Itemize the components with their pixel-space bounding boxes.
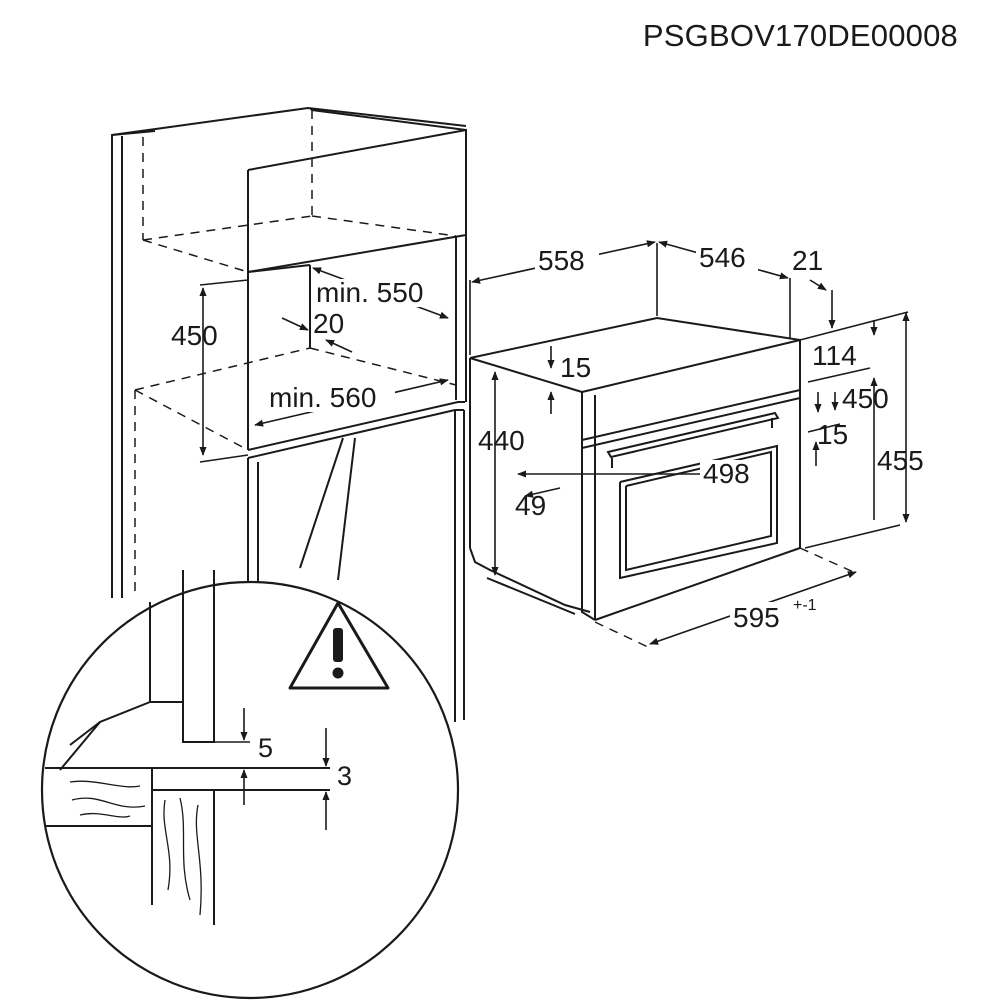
- oven-width-label: 595: [733, 602, 780, 633]
- oven-dimensions: 558 546 21 15 440 114 450 15 455 498 49 …: [469, 240, 924, 645]
- oven-side-offset-label: 49: [515, 490, 546, 521]
- detail-view: 5 3: [40, 437, 460, 1000]
- oven-inner-width-label: 498: [703, 458, 750, 489]
- detail-gap-5-label: 5: [258, 733, 273, 763]
- oven-side-gap-label: 15: [817, 419, 848, 450]
- cabinet-min-width-label: min. 560: [269, 382, 376, 413]
- oven-front-label: 21: [792, 245, 823, 276]
- oven-depth-total-label: 558: [538, 245, 585, 276]
- document-code: PSGBOV170DE00008: [642, 18, 958, 53]
- cabinet-gap-label: 20: [313, 308, 344, 339]
- cabinet-dimensions: 450 min. 550 20 min. 560: [171, 267, 449, 463]
- oven-width-tolerance-label: +-1: [793, 597, 817, 614]
- cabinet-height-label: 450: [171, 320, 218, 351]
- warning-triangle-icon: [288, 601, 390, 690]
- detail-gap-3-label: 3: [337, 761, 352, 791]
- oven-height-body-label: 440: [478, 425, 525, 456]
- oven-depth-body-label: 546: [699, 242, 746, 273]
- oven-top-gap-label: 114: [812, 340, 857, 371]
- cabinet-min-depth-label: min. 550: [316, 277, 423, 308]
- oven-top-offset-label: 15: [560, 352, 591, 383]
- oven-inner-height-label: 450: [842, 383, 889, 414]
- oven-front-height-label: 455: [877, 445, 924, 476]
